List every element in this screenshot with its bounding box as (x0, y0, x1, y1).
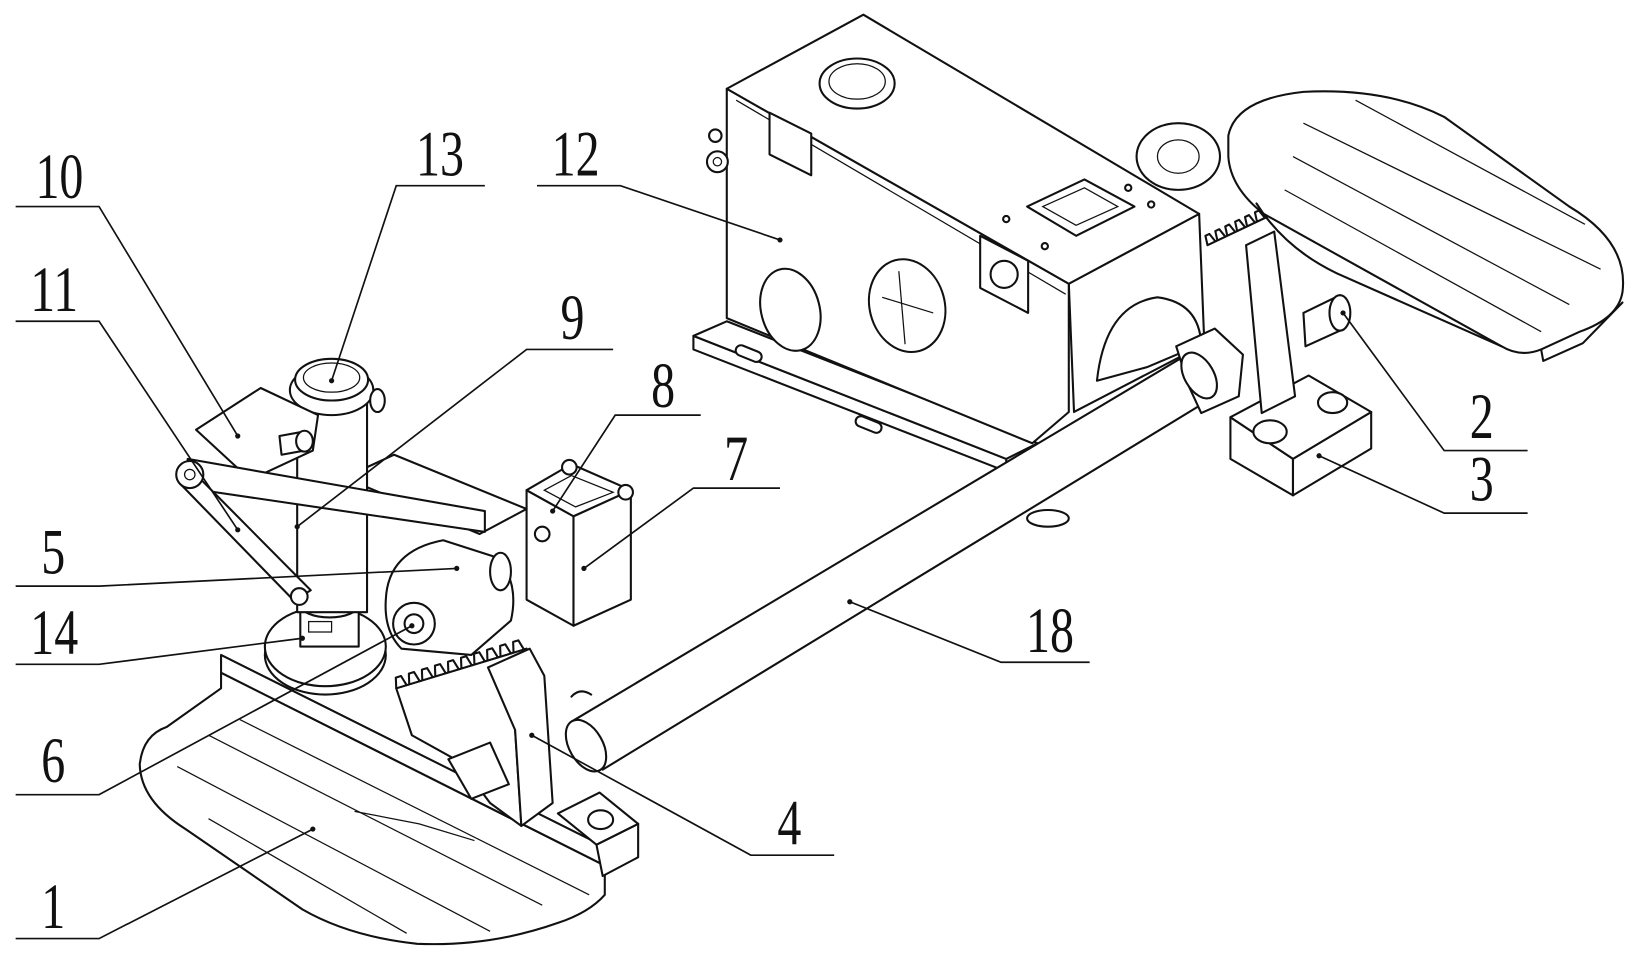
label-8: 8 (651, 349, 675, 421)
clamp-screw (535, 527, 550, 542)
label-1: 1 (41, 870, 65, 942)
leader-dot-12 (777, 237, 782, 242)
housing-top-cap (820, 59, 895, 109)
label-7: 7 (724, 422, 748, 494)
housing-screw (1125, 185, 1131, 191)
leader-dot-18 (847, 599, 852, 604)
clamp-screw (562, 460, 577, 475)
rear-hub (1137, 123, 1220, 190)
shaft-wire (571, 691, 591, 696)
label-5: 5 (41, 516, 65, 588)
right-pedal (1228, 91, 1623, 361)
link-pin (296, 431, 313, 452)
right-bracket-upright (1246, 232, 1295, 413)
cylinder-side-bolt (370, 389, 385, 412)
leader-line-3 (1319, 456, 1528, 513)
label-11: 11 (30, 253, 78, 325)
label-12: 12 (552, 117, 600, 189)
clamp-screw (618, 485, 633, 500)
pinion-bore (405, 614, 424, 633)
right-bracket-hole (1318, 392, 1347, 413)
label-2: 2 (1470, 380, 1494, 452)
label-3: 3 (1470, 443, 1494, 515)
label-10: 10 (35, 140, 83, 212)
leader-dot-1 (310, 826, 315, 831)
leader-dot-11 (235, 527, 240, 532)
leader-dot-3 (1316, 453, 1321, 458)
leader-dot-9 (295, 524, 300, 529)
leader-dot-13 (329, 378, 334, 383)
link-lower-pin (291, 588, 308, 605)
housing-foot (1027, 510, 1069, 527)
right-pedal-shaft-end (1329, 295, 1350, 330)
leader-dot-5 (454, 566, 459, 571)
left-pedal-base-hole (588, 810, 613, 829)
gear-sector (386, 540, 514, 655)
leader-dot-8 (550, 508, 555, 513)
label-9: 9 (560, 281, 584, 353)
gear-sector-boss (490, 553, 511, 591)
housing-side-window-plug (991, 261, 1018, 288)
label-14: 14 (30, 596, 78, 668)
housing-bolt (707, 151, 728, 172)
housing-screw (1003, 216, 1009, 222)
housing-screw (1148, 201, 1154, 207)
leader-dot-14 (300, 636, 305, 641)
leader-dot-6 (409, 623, 414, 628)
housing-screw (1042, 243, 1048, 249)
label-6: 6 (41, 724, 65, 796)
label-18: 18 (1026, 594, 1074, 666)
leader-dot-4 (529, 733, 534, 738)
rear-hub-body (1137, 123, 1220, 190)
right-bracket-hole (1253, 420, 1286, 443)
label-4: 4 (777, 787, 801, 859)
link-pivot (176, 461, 203, 488)
leader-dot-2 (1340, 310, 1345, 315)
shaft-bottom-edge (603, 396, 1215, 769)
leader-line-13 (332, 186, 485, 381)
leader-dot-7 (581, 566, 586, 571)
left-pedal (140, 655, 638, 944)
housing-bolt (709, 129, 722, 142)
label-13: 13 (416, 117, 464, 189)
leader-dot-10 (235, 433, 240, 438)
